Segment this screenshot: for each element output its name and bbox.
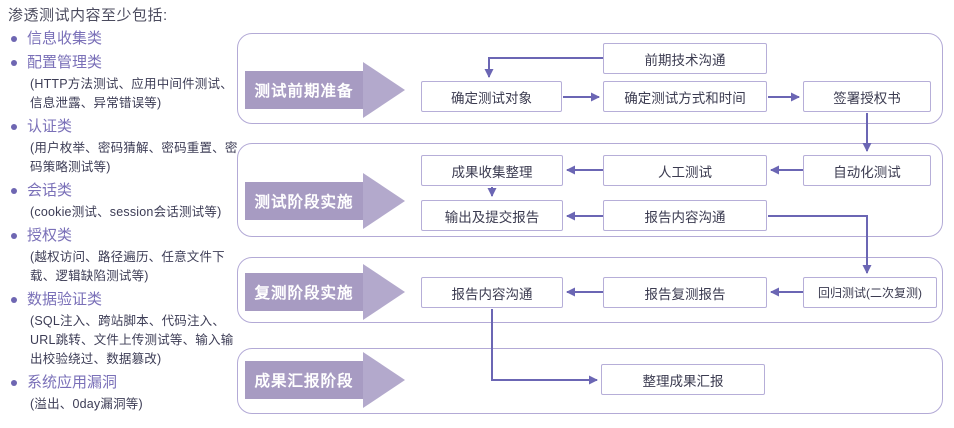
category-label: 会话类 [27, 182, 73, 199]
category-label: 配置管理类 [27, 54, 103, 71]
stage-arrow-preparation: 测试前期准备 [245, 62, 405, 118]
stage-arrowhead-icon [363, 62, 405, 118]
box-confirm-test-target: 确定测试对象 [421, 81, 562, 112]
category-item-data-validation: 数据验证类 [8, 290, 240, 310]
category-label: 信息收集类 [27, 30, 103, 47]
category-item-system-vulnerability: 系统应用漏洞 [8, 373, 240, 393]
box-report-content-communication-retest: 报告内容沟通 [421, 277, 563, 308]
category-desc: (HTTP方法测试、应用中间件测试、信息泄露、异常错误等) [30, 77, 233, 110]
box-sign-authorization: 签署授权书 [803, 81, 931, 112]
stage-label: 测试阶段实施 [245, 182, 363, 220]
bullet-icon [11, 297, 17, 303]
box-output-submit-report: 输出及提交报告 [421, 200, 563, 231]
category-desc: (越权访问、路径遍历、任意文件下载、逻辑缺陷测试等) [30, 250, 225, 283]
stage-arrowhead-icon [363, 352, 405, 408]
category-item-config-management: 配置管理类 [8, 53, 240, 73]
bullet-icon [11, 60, 17, 66]
stage-arrowhead-icon [363, 173, 405, 229]
bullet-icon [11, 124, 17, 130]
stage-label: 复测阶段实施 [245, 273, 363, 311]
stage-arrow-retest: 复测阶段实施 [245, 264, 405, 320]
page-title: 渗透测试内容至少包括: [8, 7, 168, 24]
category-item-authentication: 认证类 [8, 117, 240, 137]
category-item-info-collection: 信息收集类 [8, 29, 240, 49]
category-desc: (用户枚举、密码猜解、密码重置、密码策略测试等) [30, 141, 238, 174]
box-organize-results-report: 整理成果汇报 [601, 364, 765, 395]
stage-arrow-report: 成果汇报阶段 [245, 352, 405, 408]
box-retest-report: 报告复测报告 [603, 277, 767, 308]
bullet-icon [11, 380, 17, 386]
box-regression-test: 回归测试(二次复测) [803, 277, 937, 308]
category-desc: (溢出、0day漏洞等) [30, 397, 143, 411]
stage-arrow-testing: 测试阶段实施 [245, 173, 405, 229]
category-item-session: 会话类 [8, 181, 240, 201]
category-label: 数据验证类 [27, 291, 103, 308]
bullet-icon [11, 233, 17, 239]
bullet-icon [11, 188, 17, 194]
box-automated-test: 自动化测试 [803, 155, 931, 186]
stage-arrowhead-icon [363, 264, 405, 320]
stage-label: 成果汇报阶段 [245, 361, 363, 399]
box-pre-tech-communication: 前期技术沟通 [603, 43, 767, 74]
category-label: 系统应用漏洞 [27, 374, 118, 391]
category-desc: (cookie测试、session会话测试等) [30, 205, 222, 219]
stage-label: 测试前期准备 [245, 71, 363, 109]
sidebar: 渗透测试内容至少包括: 信息收集类 配置管理类 (HTTP方法测试、应用中间件测… [8, 7, 240, 416]
bullet-icon [11, 36, 17, 42]
category-label: 授权类 [27, 227, 73, 244]
category-item-authorization: 授权类 [8, 226, 240, 246]
box-confirm-method-and-time: 确定测试方式和时间 [603, 81, 767, 112]
box-report-content-communication: 报告内容沟通 [603, 200, 767, 231]
category-desc: (SQL注入、跨站脚本、代码注入、URL跳转、文件上传测试等、输入输出校验绕过、… [30, 314, 234, 366]
box-collect-results: 成果收集整理 [421, 155, 563, 186]
category-label: 认证类 [27, 118, 73, 135]
box-manual-test: 人工测试 [603, 155, 767, 186]
